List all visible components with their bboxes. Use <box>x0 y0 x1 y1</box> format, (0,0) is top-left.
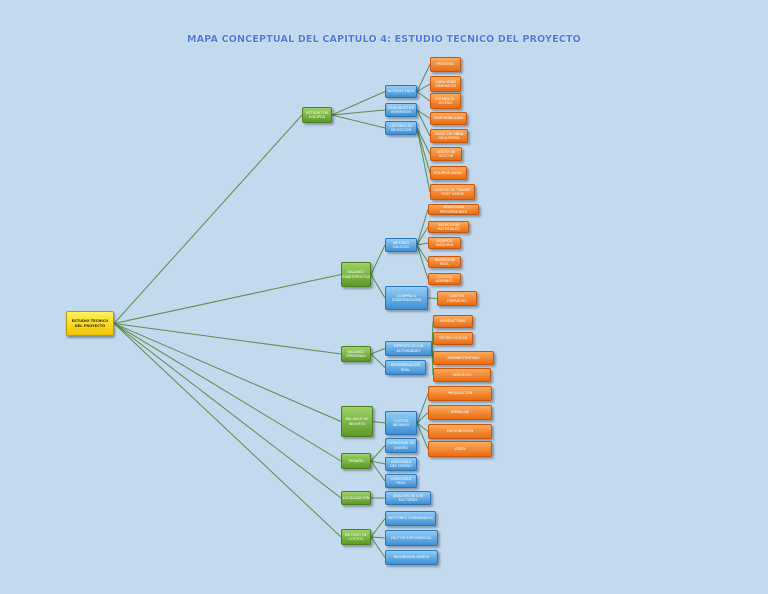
connector-3-0 <box>372 421 386 424</box>
connector-2-0-3 <box>431 348 434 376</box>
detail-node-equipos-maquina: EQUIPOS MAQUINA <box>428 237 461 249</box>
branch-node-localizacion: LOCALIZACION <box>341 491 371 505</box>
detail-node-servicios: SERVICIOS <box>433 368 491 382</box>
connector-2-1 <box>370 353 386 368</box>
connector-root-3 <box>113 323 342 422</box>
connector-4-0 <box>370 445 386 462</box>
branch-node-tamano: TAMAÑO <box>341 453 371 469</box>
subtopic-node-criterio-de-seleccion: CRITERIO DE SELECCION <box>385 121 417 135</box>
detail-node-flexibilid-diseno: FLEXIBILID. DISEÑO <box>430 93 461 109</box>
connector-4-2 <box>370 460 386 482</box>
connector-root-5 <box>113 323 342 499</box>
connector-leaf-7 <box>416 127 431 193</box>
connector-leaf-6 <box>416 127 431 174</box>
connector-3-0-1 <box>416 412 429 424</box>
detail-node-seleccion-materiales: SELECCION MATERIALES <box>428 221 469 233</box>
detail-node-equipos-auxil: EQUIPOS AUXIL. <box>430 166 467 180</box>
detail-node-inversion-real: INVERSION REAL <box>428 256 461 268</box>
connector-root-4 <box>113 323 342 462</box>
connector-3-0-3 <box>416 422 429 450</box>
subtopic-node-especificacion-actividades: ESPECIFICACION ACTIVIDADES <box>385 341 432 356</box>
branch-node-balance-infraestructura: BALANCE INFRAESTRUCTURA <box>341 262 371 287</box>
subtopic-node-metodo-calculo: METODO CALCULO <box>385 238 417 252</box>
connector-4-1 <box>370 460 386 465</box>
connector-root-1 <box>113 274 342 324</box>
subtopic-node-capacidad-del-diseno: CAPACIDAD DEL DISEÑO <box>385 457 417 471</box>
detail-node-costos-operativo: COSTOS OPERATIVO <box>437 291 477 306</box>
detail-node-proveed: PROVEED. <box>430 57 461 72</box>
subtopic-node-compra-o-construccion: COMPRA O CONSTRUCCION <box>385 286 428 310</box>
connector-1-0-1 <box>416 226 429 246</box>
subtopic-node-costos-insumos: COSTOS INSUMOS <box>385 411 417 435</box>
subtopic-node-factores-combinados: FACTORES COMBINADOS <box>385 511 436 526</box>
detail-node-costos-de-transp-post-venta: COSTOS DE TRANSP. POST VENTA <box>430 184 475 200</box>
detail-node-disponibilidad: DISPONIBILIDAD <box>430 112 467 125</box>
connector-leaf-5 <box>416 127 431 155</box>
subtopic-node-analisis-de-los-factores: ANALISIS DE LOS FACTORES <box>385 491 431 505</box>
detail-node-mano-de-obra-requerida: MANO DE OBRA REQUERIDA <box>430 129 468 143</box>
connector-3-0-0 <box>416 393 429 424</box>
connector-0-2 <box>331 114 386 129</box>
connector-0-1 <box>331 109 386 116</box>
connector-1-1 <box>370 274 386 299</box>
branch-node-metodo-de-costos: METODO DE COSTOS <box>341 529 371 545</box>
connector-6-0 <box>370 518 386 538</box>
connector-6-2 <box>370 536 386 558</box>
connector-leaf-4 <box>416 109 431 137</box>
branch-node-balance-de-insumos: BALANCE DE INSUMOS <box>341 406 373 437</box>
detail-node-costos-administ: COSTOS ADMINIST. <box>428 273 461 285</box>
subtopic-node-remuneracion-real: REMUNERACION REAL <box>385 360 426 375</box>
branch-node-balance-personal: BALANCE PERSONAL <box>341 346 371 362</box>
connector-0-0 <box>331 91 386 116</box>
connector-6-1 <box>370 536 386 539</box>
connector-leaf-3 <box>416 109 431 119</box>
detail-node-embalaje: EMBALAJE <box>428 405 492 420</box>
detail-node-tecnologicas: TECNOLOGICAS <box>433 332 473 345</box>
connector-root-2 <box>113 323 342 355</box>
detail-node-venta: VENTA <box>428 441 492 457</box>
connector-1-0-0 <box>416 209 429 246</box>
subtopic-node-capacidad-de-diseno: CAPACIDAD DE DISEÑO <box>385 438 417 453</box>
detail-node-seleccion-proveedores: SELECCION PROVEEDORES <box>428 204 479 215</box>
connector-2-0-1 <box>431 338 434 349</box>
detail-node-administrativas: ADMINISTRATIVAS <box>433 351 494 365</box>
root-node: ESTUDIO TECNICO DEL PROYECTO <box>66 311 114 336</box>
connector-2-0 <box>370 348 386 355</box>
connector-1-0-2 <box>416 242 429 246</box>
detail-node-distribucion: DISTRIBUCION <box>428 424 492 439</box>
connector-root-6 <box>113 323 342 538</box>
detail-node-produccion: PRODUCCION <box>428 386 492 401</box>
connector-1-0-3 <box>416 244 429 263</box>
connector-leaf-1 <box>416 83 431 92</box>
connector-1-1-0 <box>427 297 438 299</box>
subtopic-node-activos-fijos: ACTIVOS FIJOS <box>385 85 417 98</box>
connector-1-0 <box>370 244 386 275</box>
connector-1-0-4 <box>416 244 429 280</box>
connector-leaf-0 <box>416 64 431 92</box>
detail-node-productivas: PRODUCTIVAS <box>433 315 473 328</box>
connector-root-0 <box>113 114 303 324</box>
connector-leaf-2 <box>416 91 431 102</box>
detail-node-costo-de-gestor: COSTO DE GESTOR <box>430 147 462 161</box>
subtopic-node-variables-de-inversion: VARIABLES DE INVERSION <box>385 103 417 117</box>
branch-node-estudio-de-equipos: ESTUDIO DE EQUIPOS <box>302 107 332 123</box>
page-title: MAPA CONCEPTUAL DEL CAPITULO 4: ESTUDIO … <box>187 34 581 45</box>
subtopic-node-factor-exponencial: FACTOR EXPONENCIAL <box>385 530 438 546</box>
detail-node-capacidad-dimension: CAPACIDAD DIMENSION <box>430 76 461 92</box>
connector-3-0-2 <box>416 422 429 432</box>
subtopic-node-capacidad-real: CAPACIDAD REAL <box>385 474 417 488</box>
subtopic-node-regresion-simple: REGRESION SIMPLE <box>385 550 438 565</box>
